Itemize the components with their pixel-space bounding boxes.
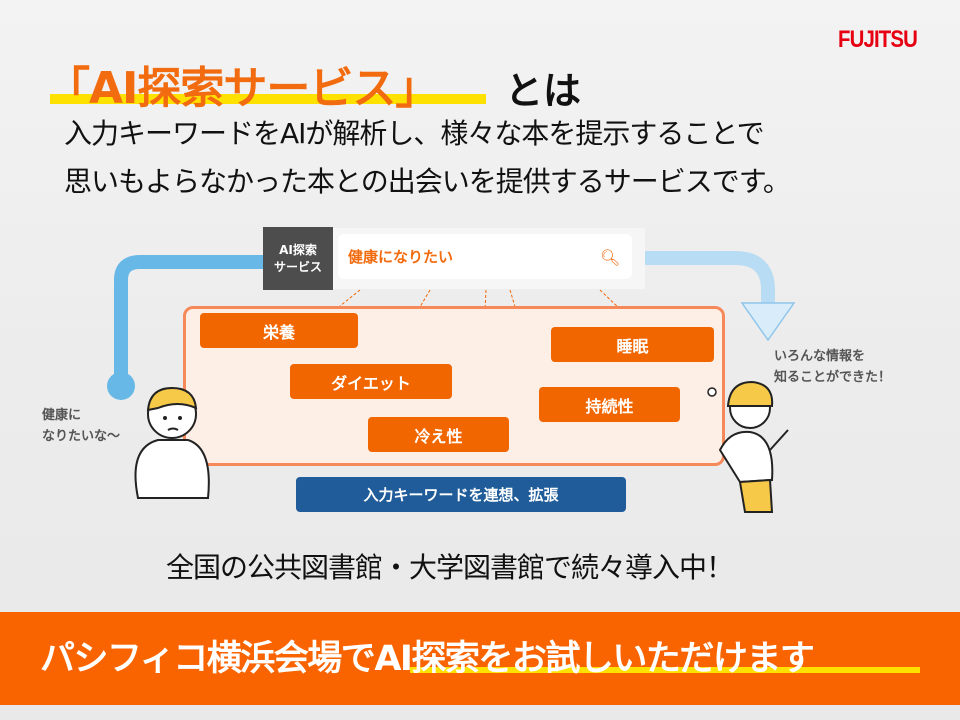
- search-service-label: AI探索 サービス: [263, 227, 333, 290]
- description-line-2: 思いもよらなかった本との出会いを提供するサービスです。: [64, 165, 791, 198]
- title-suffix: とは: [505, 69, 582, 113]
- label-line-1: AI探索: [279, 242, 317, 257]
- speech-line-2: なりたいな～: [42, 429, 121, 444]
- label-line-2: サービス: [273, 259, 322, 274]
- left-flow-arrow: [114, 255, 263, 380]
- cta-trial: AI探索をお試しいただけます: [374, 639, 815, 679]
- search-input[interactable]: 健康になりたい: [338, 234, 632, 279]
- keyword-diet: ダイエット: [290, 364, 452, 399]
- description-line-1: 入力キーワードをAIが解析し、様々な本を提示することで: [64, 117, 765, 150]
- adoption-statement: 全国の公共図書館・大学図書館で続々導入中！: [166, 551, 734, 584]
- keyword-nutrition: 栄養: [200, 313, 358, 348]
- right-flow-arrow: [645, 251, 775, 305]
- cta-underline: [410, 667, 920, 673]
- fujitsu-logo: FUJITSU: [838, 26, 918, 53]
- speech-line-1: いろんな情報を: [774, 349, 866, 364]
- left-flow-dot: [107, 372, 135, 400]
- cta-text: パシフィコ横浜会場でAI探索をお試しいただけます: [40, 630, 815, 681]
- page-title: 「AI探索サービス」: [46, 63, 439, 114]
- speech-line-2: 知ることができた！: [774, 370, 892, 385]
- keyword-sleep: 睡眠: [551, 327, 714, 362]
- right-person-speech: いろんな情報を 知ることができた！: [774, 346, 891, 388]
- right-arrow-head: [740, 302, 796, 342]
- search-icon[interactable]: 🔍︎: [600, 248, 621, 267]
- cta-venue: パシフィコ横浜会場で: [40, 639, 376, 679]
- worried-person-illustration: [134, 386, 210, 499]
- keyword-sustainability: 持続性: [539, 387, 680, 422]
- cta-band: [0, 612, 960, 705]
- left-person-speech: 健康に なりたいな～: [42, 405, 120, 447]
- title-underline: [50, 94, 486, 104]
- happy-person-illustration: [707, 380, 789, 513]
- keyword-cold-sensitivity: 冷え性: [368, 417, 509, 452]
- speech-line-1: 健康に: [42, 408, 82, 423]
- association-banner: 入力キーワードを連想、拡張: [296, 477, 626, 512]
